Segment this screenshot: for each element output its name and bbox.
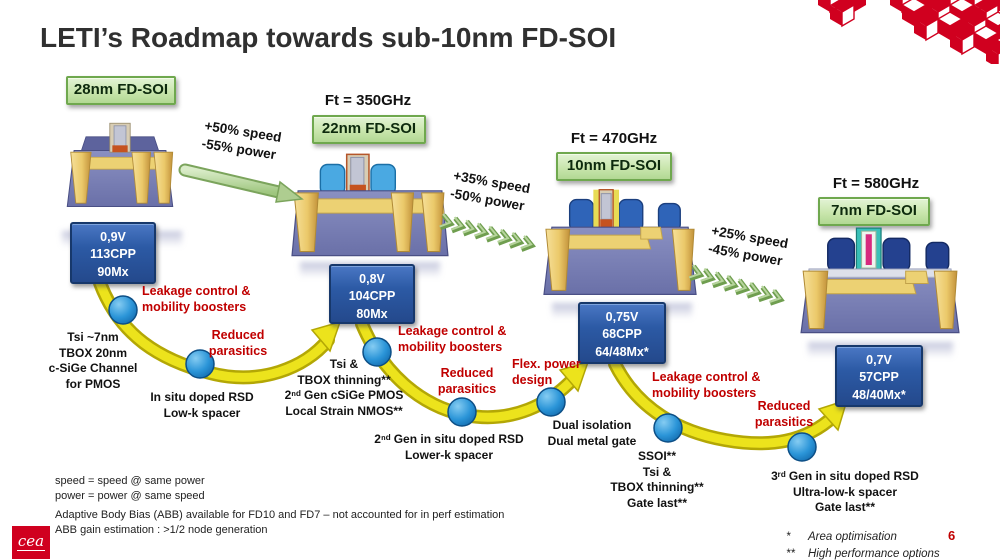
transistor-10nm-illustration <box>543 188 697 295</box>
cea-logo: cea <box>12 526 50 559</box>
page-number: 6 <box>948 528 956 543</box>
node-label-22nm: 22nm FD-SOI <box>312 115 426 144</box>
cea-logo-text: cea <box>16 532 46 551</box>
black-note-ssoi: SSOI**Tsi &TBOX thinning**Gate last** <box>610 449 704 510</box>
red-note-leakage-2: Leakage control &mobility boosters <box>398 324 507 354</box>
footnote-text-1: Area optimisation <box>808 531 897 543</box>
red-note-leakage-3: Leakage control &mobility boosters <box>652 370 761 400</box>
footnote-legend-row-2: ** High performance options <box>786 546 976 560</box>
green-chevron-arrow-1 <box>439 213 536 252</box>
ft-label-7nm: Ft = 580GHz <box>832 175 920 192</box>
node-label-7nm: 7nm FD-SOI <box>818 197 930 226</box>
red-note-leakage-1: Leakage control &mobility boosters <box>142 284 251 314</box>
green-chevron-arrow-2 <box>688 264 785 306</box>
footnote-legend-row-1: * Area optimisation <box>786 529 976 546</box>
footnote-marker-2: ** <box>786 547 795 560</box>
footnote-text-2: High performance options <box>808 547 940 560</box>
transistor-22nm-illustration <box>291 153 449 257</box>
transistor-28nm-illustration <box>66 122 174 208</box>
transistor-7nm-illustration <box>800 227 960 334</box>
page-title: LETI’s Roadmap towards sub-10nm FD-SOI <box>40 22 617 53</box>
milestone-dots <box>108 295 817 462</box>
node-label-10nm: 10nm FD-SOI <box>556 152 672 181</box>
footnote-marker-1: * <box>786 531 791 543</box>
node-label-28nm: 28nm FD-SOI <box>66 76 176 105</box>
ft-label-10nm: Ft = 470GHz <box>570 130 658 147</box>
footnote-legend: * Area optimisation ** High performance … <box>786 529 976 560</box>
ft-label-22nm: Ft = 350GHz <box>324 92 412 109</box>
green-arrow-1 <box>178 163 304 203</box>
footnote-abb: Adaptive Body Bias (ABB) available for F… <box>55 509 505 537</box>
